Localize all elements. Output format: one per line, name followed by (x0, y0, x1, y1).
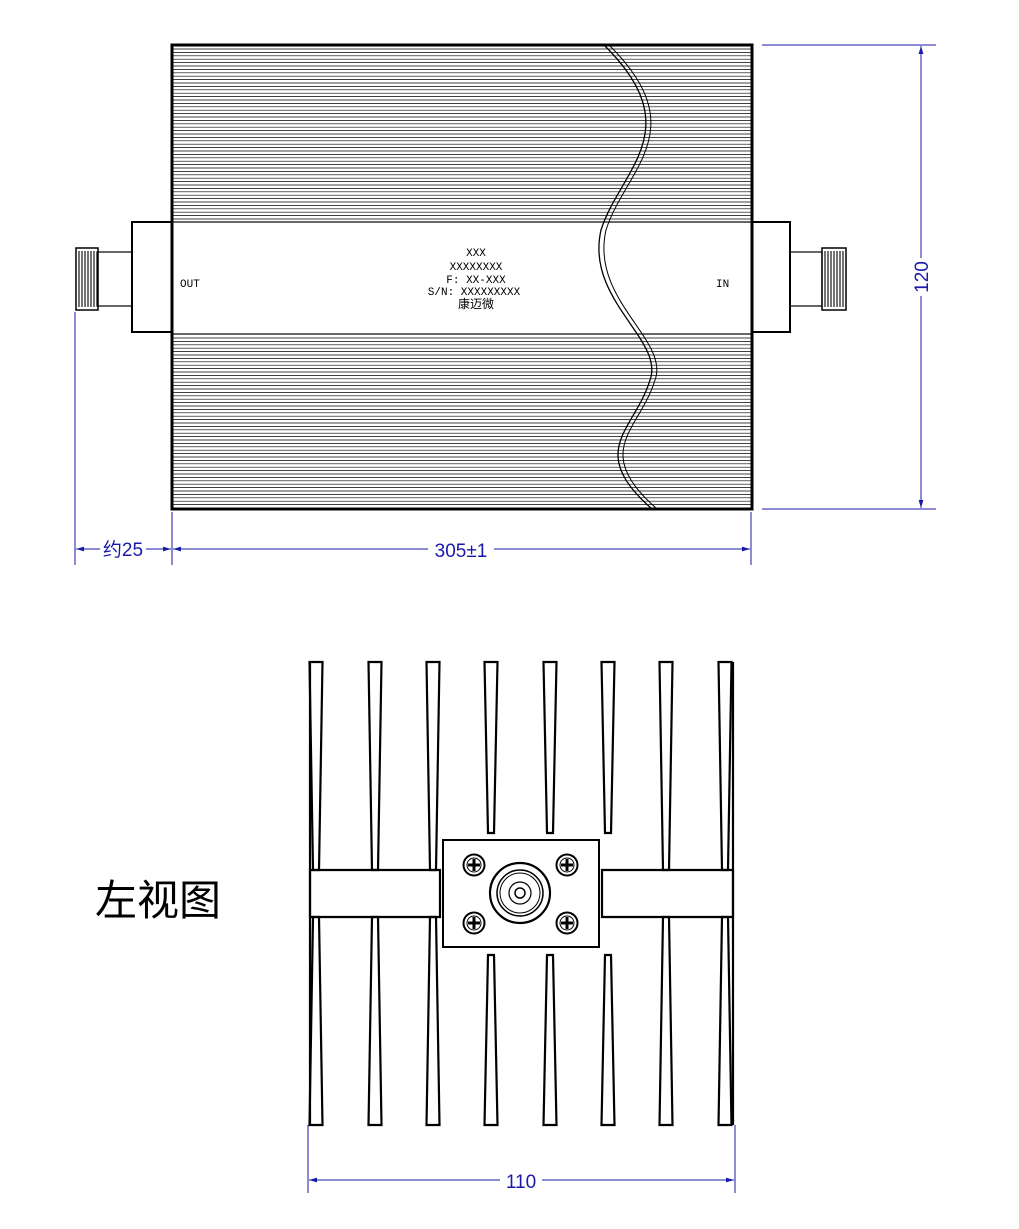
fin-top (483, 660, 499, 835)
dim-connector-length: 约25 (103, 539, 143, 561)
fin-top (717, 660, 733, 872)
fin-top (367, 660, 383, 872)
fins-bottom (308, 915, 733, 1127)
connector-face-icon (488, 861, 552, 925)
dim-width: 110 (506, 1172, 536, 1193)
in-label: IN (716, 279, 729, 291)
top-dimensions (74, 44, 936, 565)
side-dimensions (307, 1125, 736, 1193)
break-line (598, 44, 653, 510)
nameplate-line-4: S/N: XXXXXXXXX (428, 287, 521, 299)
fin-bottom (600, 953, 616, 1127)
screw-icon (462, 853, 486, 877)
nameplate-line-1: XXX (466, 248, 486, 260)
side-view-title: 左视图 (95, 876, 221, 925)
fin-bottom (483, 953, 499, 1127)
fin-top (600, 660, 616, 835)
screw-icon (462, 911, 486, 935)
screw-icon (555, 911, 579, 935)
fin-bottom (308, 915, 324, 1127)
fin-bottom (717, 915, 733, 1127)
screw-icon (555, 853, 579, 877)
top-view: OUT IN XXX XXXXXXXX F: XX-XXX S/N: XXXXX… (75, 43, 847, 511)
fin-top (542, 660, 558, 835)
fin-top (308, 660, 324, 872)
fin-top (425, 660, 441, 872)
nameplate-line-3: F: XX-XXX (446, 275, 506, 287)
nameplate-line-5: 康迈微 (458, 296, 494, 311)
out-connector (75, 221, 173, 333)
fin-bottom (367, 915, 383, 1127)
nameplate: XXX XXXXXXXX F: XX-XXX S/N: XXXXXXXXX 康迈… (428, 248, 521, 311)
fin-bottom (542, 953, 558, 1127)
fin-bottom (658, 915, 674, 1127)
dim-height: 120 (912, 261, 933, 293)
nameplate-band (171, 221, 753, 335)
out-label: OUT (180, 279, 200, 291)
fin-top (658, 660, 674, 872)
fin-hatching (172, 48, 752, 509)
side-view: 左视图 (95, 660, 735, 1127)
in-connector (751, 221, 847, 333)
dim-body-length: 305±1 (435, 541, 488, 562)
nameplate-line-2: XXXXXXXX (450, 262, 503, 274)
fin-bottom (425, 915, 441, 1127)
